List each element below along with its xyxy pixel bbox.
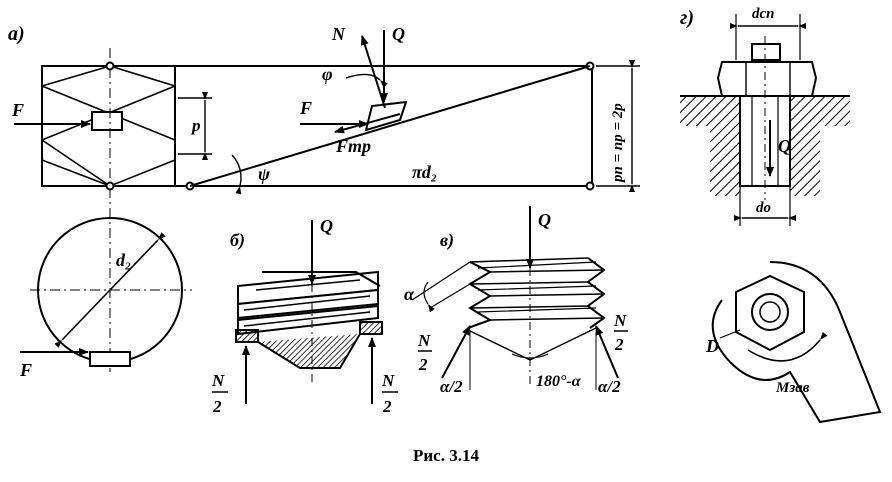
v-reaction-right-arrow — [595, 325, 619, 379]
label-f-left: F — [11, 100, 24, 120]
panel-v: в) α Q N 2 α/2 180°-α α/2 N 2 — [404, 206, 628, 396]
slider-block — [364, 100, 408, 132]
label-p: p — [190, 116, 201, 135]
v-label-q: Q — [538, 210, 551, 230]
friction-force-arrow — [334, 113, 401, 134]
bolt-head-top — [751, 43, 781, 61]
label-base: πd₂ — [412, 162, 437, 182]
label-phi: φ — [322, 64, 333, 84]
label-f-incline: F — [299, 98, 312, 118]
label-pitch: pп = np = 2p — [610, 103, 626, 184]
g-label-d: D — [705, 336, 719, 356]
b-label-n-left: N — [211, 371, 225, 390]
nut-section-right — [359, 321, 383, 335]
v-label-half-right: α/2 — [598, 377, 621, 396]
nut — [716, 61, 818, 97]
label-diameter: d₂ — [116, 250, 131, 270]
v-label-half-left: α/2 — [440, 377, 463, 396]
g-label-d-bottom: dо — [756, 200, 771, 216]
triangular-thread-body — [467, 257, 606, 329]
v-label-two-right: 2 — [614, 335, 624, 354]
nut-section-left — [235, 329, 259, 343]
label-n: N — [331, 24, 346, 44]
figure-3-14: a) — [8, 6, 882, 424]
label-psi: ψ — [258, 164, 271, 184]
label-friction: Fтр — [335, 136, 371, 156]
unwrap-frame — [41, 65, 593, 187]
panel-a: a) — [8, 23, 640, 380]
panel-g-tag: г) — [680, 7, 694, 29]
nut-block-bottom — [89, 351, 131, 367]
panel-g: г) dсп Q dо D Mзав — [680, 6, 882, 424]
diameter-arrow — [54, 232, 166, 348]
label-f-bottom: F — [19, 360, 32, 380]
b-label-q: Q — [320, 216, 333, 236]
label-q: Q — [392, 24, 405, 44]
v-label-alpha: α — [404, 284, 415, 304]
normal-force-arrow — [360, 35, 386, 109]
v-label-angle: 180°-α — [536, 373, 582, 390]
inclined-plane — [189, 65, 591, 187]
b-label-n-right: N — [381, 371, 395, 390]
v-label-two-left: 2 — [418, 355, 428, 374]
g-label-q: Q — [778, 136, 791, 156]
v-label-n-right: N — [613, 311, 627, 330]
g-label-m: Mзав — [775, 380, 810, 396]
nut-block-left — [91, 111, 123, 131]
figure-caption: Рис. 3.14 — [413, 446, 479, 465]
b-label-two-right: 2 — [382, 397, 392, 416]
panel-a-tag: a) — [8, 23, 25, 45]
panel-b-tag: б) — [230, 230, 245, 251]
v-reaction-left-arrow — [441, 325, 471, 379]
b-label-two-left: 2 — [212, 397, 222, 416]
v-label-n-left: N — [417, 331, 431, 350]
panel-v-tag: в) — [440, 230, 454, 251]
g-label-d-top: dсп — [752, 6, 775, 22]
panel-b: б) Q N 2 N 2 — [211, 216, 398, 416]
wrench — [711, 261, 882, 424]
